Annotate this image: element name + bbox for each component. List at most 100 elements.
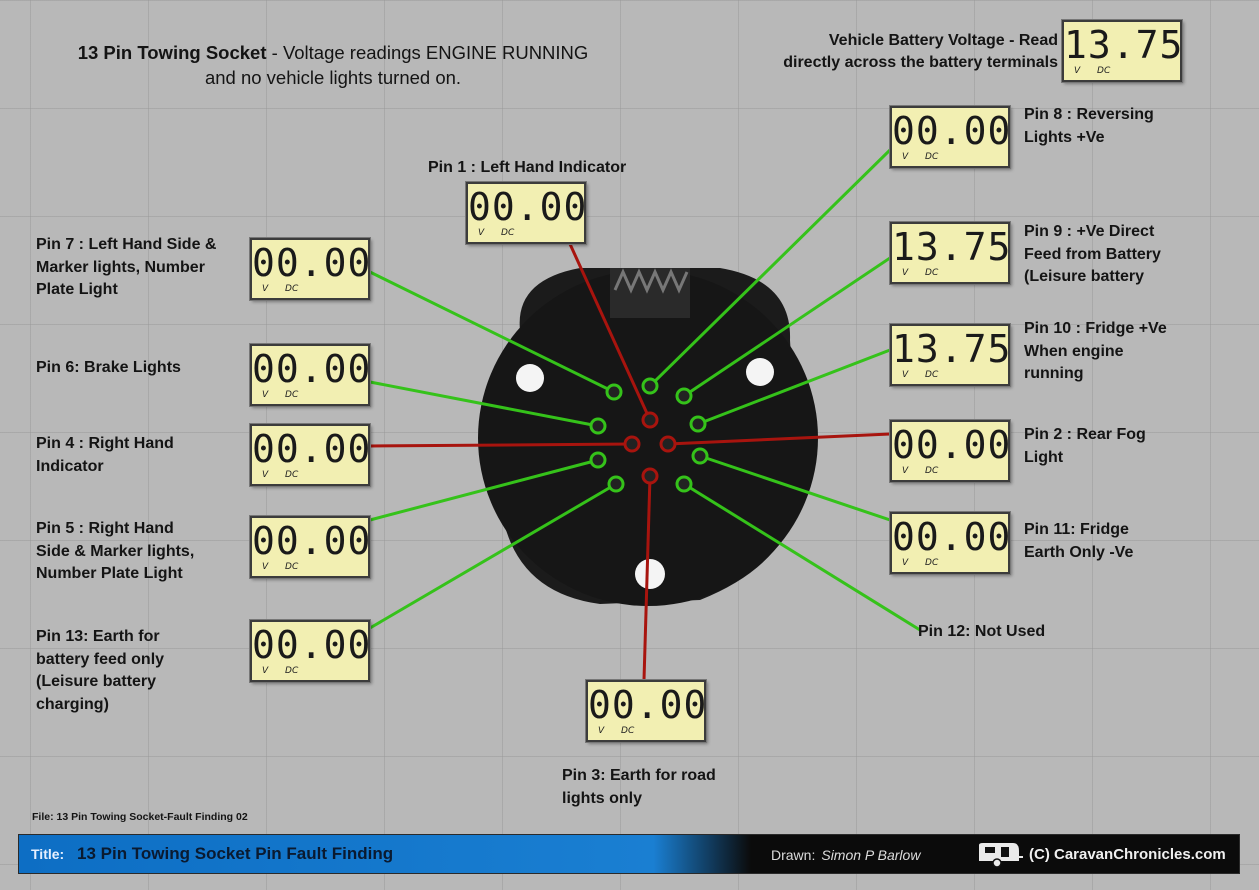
pin-2-wire (667, 432, 891, 446)
battery-caption: Vehicle Battery Voltage - Read directly … (740, 30, 1058, 74)
drawn-by: Drawn:Simon P Barlow (771, 847, 920, 863)
pin-13-label-line: battery feed only (36, 650, 165, 668)
pin-11-terminal (691, 447, 709, 465)
pin-4-label-line: Pin 4 : Right Hand (36, 435, 174, 452)
pin-3-label: Pin 3: Earth for road lights only (562, 765, 716, 810)
mounting-hole-left (516, 364, 544, 392)
pin-9-meter-reading: 13.75 (892, 225, 1012, 269)
pin-1-label-line: Pin 1 : Left Hand Indicator (428, 159, 627, 176)
pin-2-label-line: Light (1024, 448, 1064, 466)
pin-11-wire (699, 454, 891, 522)
pin-12-label: Pin 12: Not Used (918, 621, 1045, 644)
socket-body (478, 268, 818, 606)
pin-8-label-line: Lights +Ve (1024, 128, 1105, 146)
pin-13-terminal (607, 475, 625, 493)
pin-4-terminal (623, 435, 641, 453)
copyright-credit: (C) CaravanChronicles.com (1029, 846, 1226, 863)
pin-1-label: Pin 1 : Left Hand Indicator (428, 157, 626, 180)
diagram-title: 13 Pin Towing Socket - Voltage readings … (28, 40, 638, 90)
pin-6-label-line: Pin 6: Brake Lights (36, 359, 181, 376)
title-block-value: 13 Pin Towing Socket Pin Fault Finding (77, 844, 394, 863)
pin-7-wire (369, 270, 615, 394)
pin-4-meter-reading: 00.00 (252, 427, 372, 471)
pin-10-label-line: Pin 10 : Fridge +Ve (1024, 320, 1167, 337)
pin-13-meter-reading: 00.00 (252, 623, 372, 667)
pin-5-label-line: Side & Marker lights, (36, 542, 195, 560)
pin-6-terminal (589, 417, 607, 435)
pin-13-wire (369, 482, 617, 630)
pin-7-label: Pin 7 : Left Hand Side & Marker lights, N… (36, 234, 216, 302)
pin-6-meter-reading: 00.00 (252, 347, 372, 391)
pin-5-meter-reading: 00.00 (252, 519, 372, 563)
pin-1-meter-reading: 00.00 (468, 185, 588, 229)
pin-8-label-line: Pin 8 : Reversing (1024, 106, 1154, 123)
pin-6-label: Pin 6: Brake Lights (36, 357, 181, 380)
pin-7-terminal (605, 383, 623, 401)
pin-3-label-line: lights only (562, 789, 642, 807)
pin-2-meter-reading: 00.00 (892, 423, 1012, 467)
drawn-label: Drawn: (771, 847, 816, 863)
pin-10-label-line: running (1024, 365, 1084, 382)
pin-7-label-line: Pin 7 : Left Hand Side & (36, 236, 217, 253)
file-note: File: 13 Pin Towing Socket-Fault Finding… (32, 811, 248, 823)
pin-9-label-line: Pin 9 : +Ve Direct (1024, 223, 1155, 240)
pin-12-terminal (675, 475, 693, 493)
pin-8-terminal (641, 377, 659, 395)
title-bold: 13 Pin Towing Socket (77, 42, 267, 63)
pin-11-meter-unit: V DC (902, 558, 939, 568)
title-rest: - Voltage readings ENGINE RUNNING (266, 42, 589, 63)
pin-1-wire (568, 243, 652, 421)
pin-7-meter-reading: 00.00 (252, 241, 372, 285)
pin-10-terminal (689, 415, 707, 433)
title-line-2: and no vehicle lights turned on. (204, 67, 462, 88)
pin-5-terminal (589, 451, 607, 469)
battery-meter-unit: V DC (1074, 66, 1111, 76)
pin-3-label-line: Pin 3: Earth for road (562, 767, 716, 784)
pin-7-meter-unit: V DC (262, 284, 299, 294)
pin-3-meter-unit: V DC (598, 726, 635, 736)
pin-7-label-line: Plate Light (36, 281, 118, 298)
pin-2-label-line: Pin 2 : Rear Fog (1024, 426, 1146, 443)
pin-9-label-line: Feed from Battery (1024, 245, 1161, 263)
pin-9-meter-unit: V DC (902, 268, 939, 278)
pin-9-wire (683, 256, 891, 398)
pin-11-label-line: Earth Only -Ve (1024, 543, 1134, 561)
pin-4-meter-unit: V DC (262, 470, 299, 480)
pin-6-meter-unit: V DC (262, 390, 299, 400)
battery-meter: 13.75 V DC (1062, 20, 1182, 82)
pin-3-terminal (641, 467, 659, 485)
pin-4-wire (369, 442, 633, 448)
pin-6-wire (369, 380, 599, 428)
pin-11-meter-reading: 00.00 (892, 515, 1012, 559)
pin-2-terminal (659, 435, 677, 453)
pin-3-wire (642, 475, 652, 681)
pin-5-meter-unit: V DC (262, 562, 299, 572)
pin-5-label-line: Number Plate Light (36, 565, 183, 582)
pin-10-meter-unit: V DC (902, 370, 939, 380)
pin-3-meter-reading: 00.00 (588, 683, 708, 727)
battery-meter-reading: 13.75 (1064, 23, 1184, 67)
pin-13-label-line: (Leisure battery (36, 673, 157, 690)
pin-10-meter-reading: 13.75 (892, 327, 1012, 371)
pin-10-label-line: When engine (1024, 342, 1124, 360)
pin-7-label-line: Marker lights, Number (36, 258, 205, 276)
pin-8-wire (648, 148, 892, 388)
battery-caption-line-2: directly across the battery terminals (783, 54, 1058, 71)
pin-11-label-line: Pin 11: Fridge (1024, 521, 1129, 538)
pin-12-label-line: Pin 12: Not Used (918, 623, 1046, 640)
pin-13-label-line: Pin 13: Earth for (36, 628, 160, 645)
